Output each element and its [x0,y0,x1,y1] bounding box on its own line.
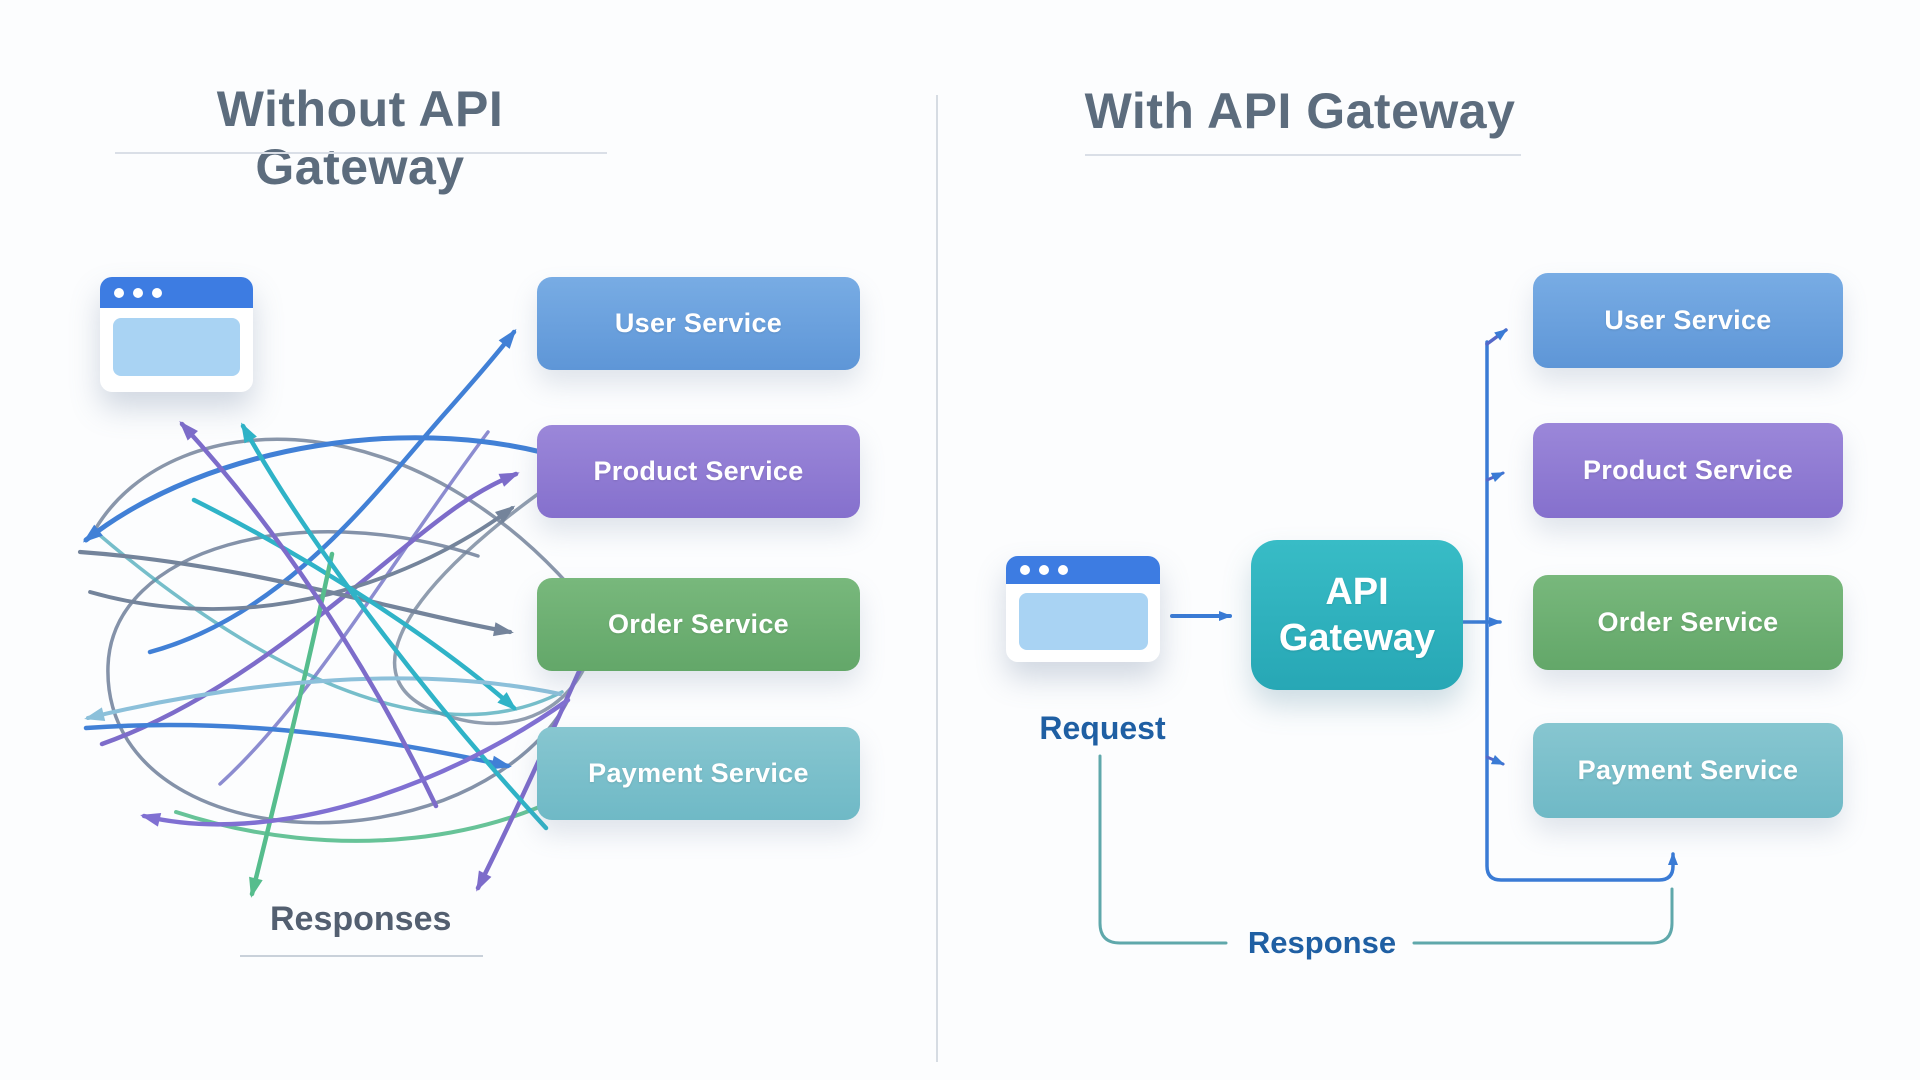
right-order-service-box: Order Service [1533,575,1843,670]
browser-titlebar [100,277,253,308]
left-title-underline [115,152,607,154]
service-label: User Service [1604,305,1772,335]
service-label: Product Service [593,456,804,486]
right-product-service-box: Product Service [1533,423,1843,518]
service-label: Order Service [1597,607,1779,637]
right-title-underline [1085,154,1521,156]
left-product-service-box: Product Service [537,425,860,518]
left-user-service-box: User Service [537,277,860,370]
responses-underline [240,955,483,957]
service-label: Order Service [607,609,789,639]
left-payment-service-box: Payment Service [537,727,860,820]
service-label: Payment Service [588,758,809,788]
browser-dot [1039,565,1049,575]
browser-dot [114,287,124,298]
client-browser-icon [100,277,253,392]
service-label: User Service [614,308,783,338]
browser-dot [1020,565,1030,575]
api-gateway-label-line2: Gateway [1278,617,1436,659]
responses-label: Responses [270,900,452,938]
right-panel-title: With API Gateway [1084,83,1516,139]
browser-content-area [1019,593,1148,650]
right-user-service-box: User Service [1533,273,1843,368]
api-gateway-box: API Gateway [1251,540,1463,690]
service-label: Product Service [1582,455,1794,485]
gateway-arrows [1098,328,1678,945]
client-browser-icon [1006,556,1160,662]
browser-content-area [113,318,240,376]
tangle-arrows [77,328,616,898]
browser-dot [133,287,143,298]
response-label: Response [1247,925,1397,960]
left-order-service-box: Order Service [537,578,860,671]
right-payment-service-box: Payment Service [1533,723,1843,818]
browser-dot [152,287,162,298]
service-label: Payment Service [1577,755,1799,785]
browser-dot [1058,565,1068,575]
api-gateway-label-line1: API [1325,570,1389,613]
request-label: Request [1039,710,1166,746]
browser-titlebar [1006,556,1160,584]
panel-divider [936,95,938,1062]
left-panel-title: Without API Gateway [216,81,504,195]
